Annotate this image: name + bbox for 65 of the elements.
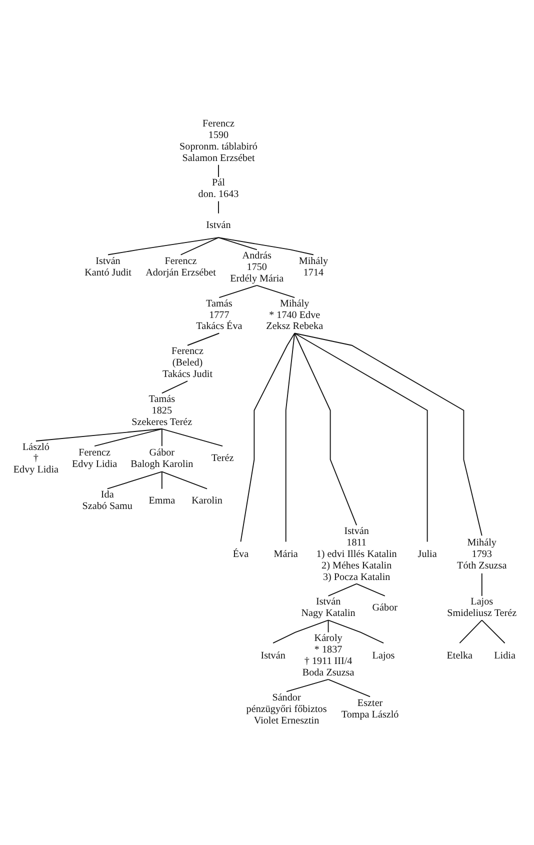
connector [108,237,219,256]
connector [356,583,386,596]
connector [294,332,482,536]
node-text: Lajos [372,650,395,662]
connector [459,620,482,644]
connector [187,332,220,346]
connector [180,237,219,256]
node-text: Mihály * 1740 Edve Zeksz Rebeka [266,298,324,332]
connector [218,284,258,298]
connector [106,471,162,490]
node-text: Teréz [211,453,234,464]
node-text: Ferencz Edvy Lidia [72,448,118,470]
connector [218,237,314,256]
connector [94,428,162,447]
node-text: Éva [232,548,249,560]
node-text: Lidia [494,650,516,662]
connector [272,620,329,644]
connector [218,237,258,250]
node-text: István 1811 1) edvi Illés Katalin 2) Méhes Katalin 3) Pocza Katalin [316,526,397,583]
node-text: László † Edvy Lidia [13,442,59,476]
connector [218,200,219,214]
node-text: Karolin [192,495,222,506]
node-text: Julia [418,548,437,560]
node-text: Mihály 1793 Tóth Zsuzsa [457,537,507,572]
connector [481,572,482,596]
node-text: Sándor pénzügyőri főbiztos Violet Ernesztin [246,692,327,726]
node-text: András 1750 Erdély Mária [230,250,284,284]
node-text: Gábor [372,602,398,614]
connector [35,428,162,442]
node-text: Ida Szabó Samu [82,490,132,512]
node-text: Gábor Balogh Karolin [130,448,194,470]
connector [328,620,384,644]
connector [161,471,162,490]
connector [285,332,296,542]
node-text: Károly * 1837 † 1911 III/4 Boda Zsuzsa [302,633,354,678]
connector [328,583,358,596]
node-text: Mihály 1714 [298,256,328,279]
connector [218,164,219,178]
node-text: István Kantó Judit [84,256,132,279]
node-text: Emma [148,495,176,506]
node-text: István [260,650,286,662]
connector [328,620,329,633]
connector [256,284,296,298]
connector [161,428,224,447]
node-text: Ferencz (Beled) Takács Judit [162,346,213,380]
node-text: Mária [274,548,298,560]
connector [481,620,506,644]
node-text: Lajos Smideliusz Teréz [447,596,517,620]
node-text: István Nagy Katalin [301,596,356,620]
connector [294,332,358,526]
node-text: Tamás 1777 Takács Éva [196,298,242,332]
connector [294,332,428,542]
connector [161,428,162,447]
node-text: Etelka [446,650,473,662]
connector [240,332,296,542]
connector [161,380,188,394]
node-text: Pál don. 1643 [198,178,239,200]
node-text: Tamás 1825 Szekeres Teréz [132,394,192,428]
node-text: Ferencz Adorján Erzsébet [146,256,216,279]
node-text: Eszter Tompa László [341,698,399,721]
node-text: Ferencz 1590 Sopronm. táblabiró Salamon Erzsébet [180,118,258,164]
connector [161,471,208,490]
connector [328,679,371,698]
node-text: István [206,220,231,231]
connector [286,679,329,692]
